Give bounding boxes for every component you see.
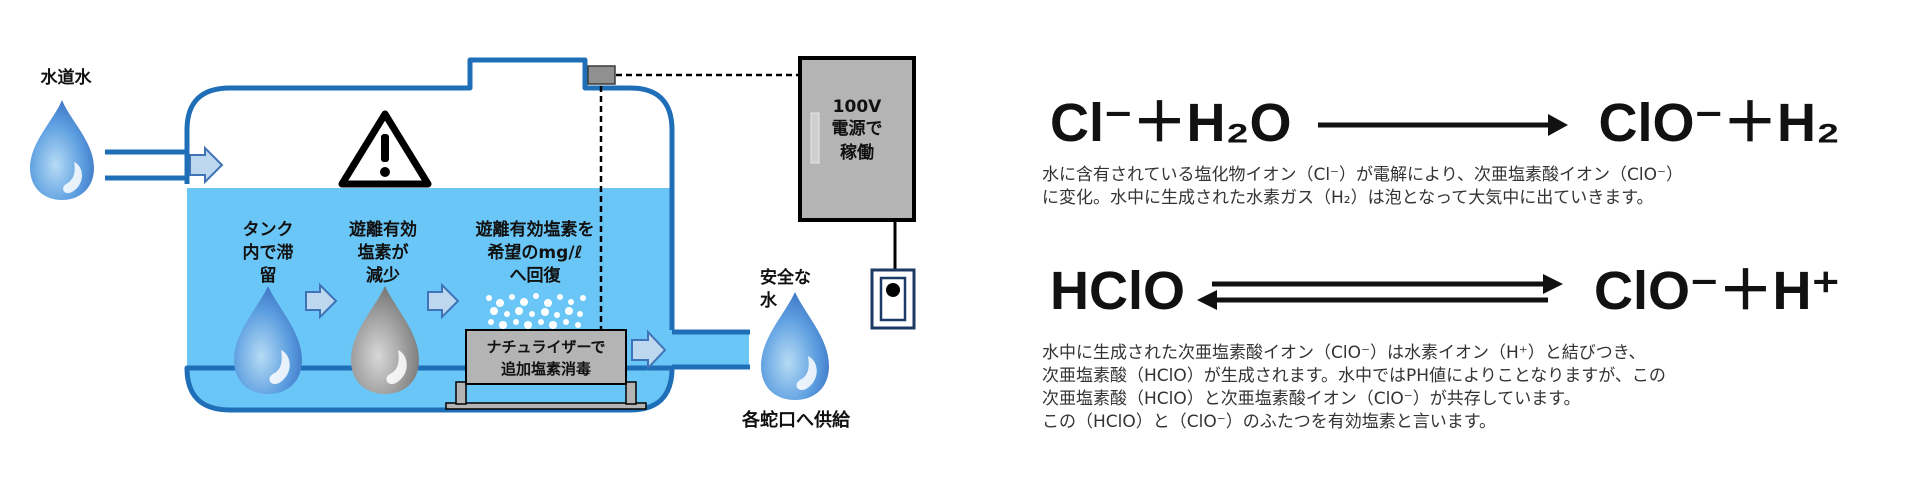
warning-icon	[338, 110, 432, 188]
stage-2-line-3: 減少	[366, 265, 400, 286]
equation-2-products: ClO⁻＋H⁺	[1593, 261, 1840, 321]
forward-arrow-icon	[1318, 114, 1568, 136]
safe-water-drop-icon	[761, 292, 829, 400]
power-label-line-1: 100V	[833, 97, 882, 117]
water-tank	[184, 57, 675, 413]
description-2-line-4: この（HClO）と（ClO⁻）のふたつを有効塩素と言います。	[1042, 412, 1497, 432]
stage-3-line-2: 希望のmg/ℓ	[487, 242, 582, 263]
power-label-line-3: 稼働	[840, 142, 874, 163]
outlet-arrow-icon	[631, 329, 667, 371]
equilibrium-arrow-icon	[1197, 274, 1563, 310]
safe-water-label-line-1: 安全な	[760, 267, 811, 288]
equation-2-reactants: HClO	[1050, 261, 1185, 321]
chlorine-bubbles	[486, 293, 586, 329]
inlet-pipe	[105, 149, 187, 181]
description-1-line-2: に変化。水中に生成された水素ガス（H₂）は泡となって大気中に出ていきます。	[1042, 188, 1654, 208]
stage-label-2: 遊離有効 塩素が 減少	[349, 219, 417, 286]
equation-electrolysis: Cl⁻＋H₂O ClO⁻＋H₂	[1040, 88, 1840, 158]
sensor-head	[587, 65, 616, 85]
stage-2-line-1: 遊離有効	[349, 219, 417, 240]
inlet-arrow-icon	[189, 145, 224, 185]
stage-1-line-2: 内で滞	[243, 242, 294, 263]
description-2-line-2: 次亜塩素酸（HClO）が生成されます。水中ではPH値によりことなりますが、この	[1042, 366, 1666, 386]
plug-socket-icon	[870, 268, 916, 330]
naturizer-label-line-1: ナチュライザーで	[486, 338, 605, 356]
naturizer-label-line-2: 追加塩素消毒	[501, 360, 591, 378]
power-label-line-2: 電源で	[832, 118, 883, 139]
tank-water-drop-icon	[234, 286, 302, 394]
equation-equilibrium: HClO ClO⁻＋H⁺	[1040, 256, 1840, 326]
description-2-line-3: 次亜塩素酸（HClO）と次亜塩素酸イオン（ClO⁻）が共存しています。	[1042, 389, 1581, 409]
supply-label: 各蛇口へ供給	[741, 409, 851, 431]
stage-label-3: 遊離有効塩素を 希望のmg/ℓ へ回復	[476, 219, 595, 286]
description-1-line-1: 水に含有されている塩化物イオン（Cl⁻）が電解により、次亜塩素酸イオン（ClO⁻…	[1042, 165, 1683, 185]
safe-water-label-line-2: 水	[760, 290, 778, 311]
process-arrow-icon-2	[427, 282, 460, 320]
stage-1-line-1: タンク	[243, 220, 294, 240]
outlet-pipe	[669, 329, 750, 370]
equation-1-reactants: Cl⁻＋H₂O	[1050, 93, 1292, 153]
description-1: 水に含有されている塩化物イオン（Cl⁻）が電解により、次亜塩素酸イオン（ClO⁻…	[1042, 164, 1683, 210]
equation-1-products: ClO⁻＋H₂	[1598, 93, 1841, 153]
stage-2-line-2: 塩素が	[358, 242, 409, 263]
stage-1-line-3: 留	[260, 265, 277, 286]
process-arrow-icon-1	[305, 282, 338, 320]
description-2: 水中に生成された次亜塩素酸イオン（ClO⁻）は水素イオン（H⁺）と結びつき、 次…	[1042, 342, 1666, 434]
naturizer-device: ナチュライザーで 追加塩素消毒	[445, 329, 647, 410]
power-label: 100V 電源で 稼働	[832, 97, 883, 163]
description-2-line-1: 水中に生成された次亜塩素酸イオン（ClO⁻）は水素イオン（H⁺）と結びつき、	[1042, 343, 1646, 363]
source-water-drop-icon	[30, 100, 94, 200]
stage-3-line-3: へ回復	[510, 265, 562, 286]
power-unit-highlight	[810, 112, 820, 164]
stage-3-line-1: 遊離有効塩素を	[476, 219, 595, 240]
depleted-water-drop-icon	[351, 286, 419, 394]
stage-label-1: タンク 内で滞 留	[243, 220, 294, 286]
source-label: 水道水	[41, 67, 93, 88]
